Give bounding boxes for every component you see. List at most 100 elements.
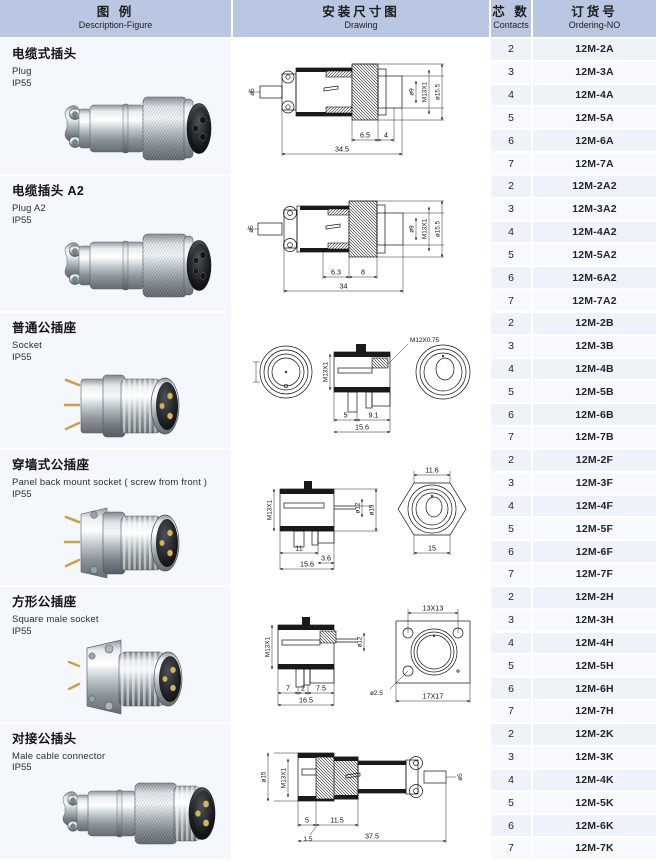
contacts-value: 2 [490, 585, 533, 610]
svg-text:M12X0.75: M12X0.75 [410, 337, 440, 344]
drawing-cell-panel-back-mount-socket: M13X1 ø12 ø15 11 3.6 15.6 [232, 448, 491, 587]
svg-text:ø9: ø9 [409, 225, 416, 233]
table-header: 图 例 Description-Figure 安装尺寸图 Drawing 芯 数… [0, 0, 656, 39]
column-header-ordering-no-en: Ordering-NO [568, 20, 621, 31]
contacts-value: 6 [490, 814, 533, 838]
ordering-no-value: 12M-4A2 [532, 220, 656, 245]
product-title-cn: 普通公插座 [12, 320, 77, 335]
ordering-no-value: 12M-5K [532, 791, 656, 816]
svg-text:3.6: 3.6 [321, 554, 331, 563]
table-row: 普通公插座 Socket IP55 [0, 311, 656, 450]
product-title-en: Plug [12, 65, 32, 77]
ordering-no-value: 12M-5A2 [532, 243, 656, 268]
svg-text:ø15: ø15 [369, 504, 376, 515]
table-row: 电缆式插头 Plug IP55 [0, 38, 656, 176]
contacts-value: 5 [490, 654, 533, 679]
product-photo-square-male-socket [51, 634, 227, 720]
column-header-contacts-en: Contacts [493, 20, 529, 31]
ordering-no-value: 12M-2A [532, 38, 656, 62]
contacts-value: 5 [490, 791, 533, 816]
svg-text:11.5: 11.5 [330, 816, 343, 825]
column-header-drawing-en: Drawing [344, 20, 378, 31]
product-photo-socket [51, 360, 227, 446]
ordering-no-value: 12M-3A [532, 60, 656, 85]
table-row: 对接公插头 Male cable connector IP55 [0, 722, 656, 861]
drawing-cell-plug-a2: ø5 ø9 M13X1 ø15.5 6.3 8 [232, 174, 491, 313]
ip-rating: IP55 [12, 77, 32, 89]
drawing-cell-socket: M12X0.75 M13X1 5 9.1 15.6 [232, 311, 491, 450]
ordering-no-value: 12M-3B [532, 334, 656, 359]
product-title-en: Socket [12, 339, 42, 351]
svg-text:5: 5 [344, 411, 348, 420]
table-row: 电缆插头 A2 Plug A2 IP55 [0, 174, 656, 313]
drawing-cell-plug: ø5 ø9 M13X1 ø15.5 [232, 38, 491, 176]
contacts-value: 2 [490, 311, 533, 336]
ordering-no-value: 12M-4A [532, 83, 656, 108]
ordering-no-value: 12M-7A2 [532, 289, 656, 313]
ordering-no-value: 12M-3H [532, 608, 656, 633]
ordering-no-value: 12M-6A [532, 129, 656, 154]
svg-text:17X17: 17X17 [423, 692, 444, 701]
ordering-no-value: 12M-6A2 [532, 266, 656, 291]
svg-text:M13X1: M13X1 [265, 637, 272, 658]
ip-rating: IP55 [12, 762, 32, 774]
contacts-value: 2 [490, 448, 533, 473]
contacts-value: 2 [490, 722, 533, 747]
contacts-value: 5 [490, 380, 533, 405]
contacts-value: 2 [490, 174, 533, 199]
dimension-drawing-male-cable-connector: ø5 ø15 M13X1 5 11.5 1.5 37.5 [233, 724, 489, 859]
dimension-drawing-socket: M12X0.75 M13X1 5 9.1 15.6 [233, 313, 489, 448]
contacts-value: 6 [490, 403, 533, 428]
ordering-no-value: 12M-4H [532, 631, 656, 656]
ordering-no-value: 12M-3A2 [532, 197, 656, 222]
contacts-value: 6 [490, 129, 533, 154]
svg-text:ø12: ø12 [355, 502, 362, 513]
svg-text:M13X1: M13X1 [281, 768, 288, 789]
description-cell-panel-back-mount-socket: 穿墙式公插座 Panel back mount socket ( screw f… [0, 448, 233, 587]
product-title-cn: 对接公插头 [12, 731, 77, 746]
column-header-description-figure-cn: 图 例 [96, 4, 135, 19]
svg-text:11.6: 11.6 [425, 466, 438, 475]
column-header-ordering-no-cn: 订货号 [571, 4, 618, 19]
contacts-value: 7 [490, 563, 533, 587]
svg-text:M13X1: M13X1 [267, 500, 274, 521]
contacts-value: 6 [490, 266, 533, 291]
svg-text:7.5: 7.5 [316, 684, 326, 693]
product-photo-plug-a2 [51, 223, 227, 309]
svg-text:13X13: 13X13 [423, 604, 444, 613]
contacts-value: 5 [490, 106, 533, 131]
ordering-no-value: 12M-7H [532, 700, 656, 724]
contacts-value: 7 [490, 836, 533, 861]
product-title-cn: 电缆插头 A2 [12, 183, 85, 198]
svg-text:ø15: ø15 [261, 771, 268, 782]
contacts-value: 3 [490, 471, 533, 496]
ordering-no-value: 12M-2B [532, 311, 656, 336]
contacts-value: 4 [490, 220, 533, 245]
contacts-value: 7 [490, 426, 533, 450]
svg-text:15.6: 15.6 [300, 560, 314, 569]
dimension-drawing-plug-a2: ø5 ø9 M13X1 ø15.5 6.3 8 [233, 176, 489, 311]
svg-text:ø12: ø12 [357, 636, 364, 647]
column-header-contacts: 芯 数 Contacts [490, 0, 533, 39]
svg-text:ø15.5: ø15.5 [435, 84, 442, 101]
ordering-no-value: 12M-6F [532, 540, 656, 565]
svg-text:15.6: 15.6 [355, 423, 369, 432]
product-photo-plug [51, 86, 227, 172]
svg-text:4: 4 [384, 131, 388, 140]
svg-text:6.3: 6.3 [331, 268, 341, 277]
ordering-no-value: 12M-5H [532, 654, 656, 679]
dimension-drawing-plug: ø5 ø9 M13X1 ø15.5 [233, 39, 489, 174]
svg-text:2: 2 [301, 684, 305, 693]
